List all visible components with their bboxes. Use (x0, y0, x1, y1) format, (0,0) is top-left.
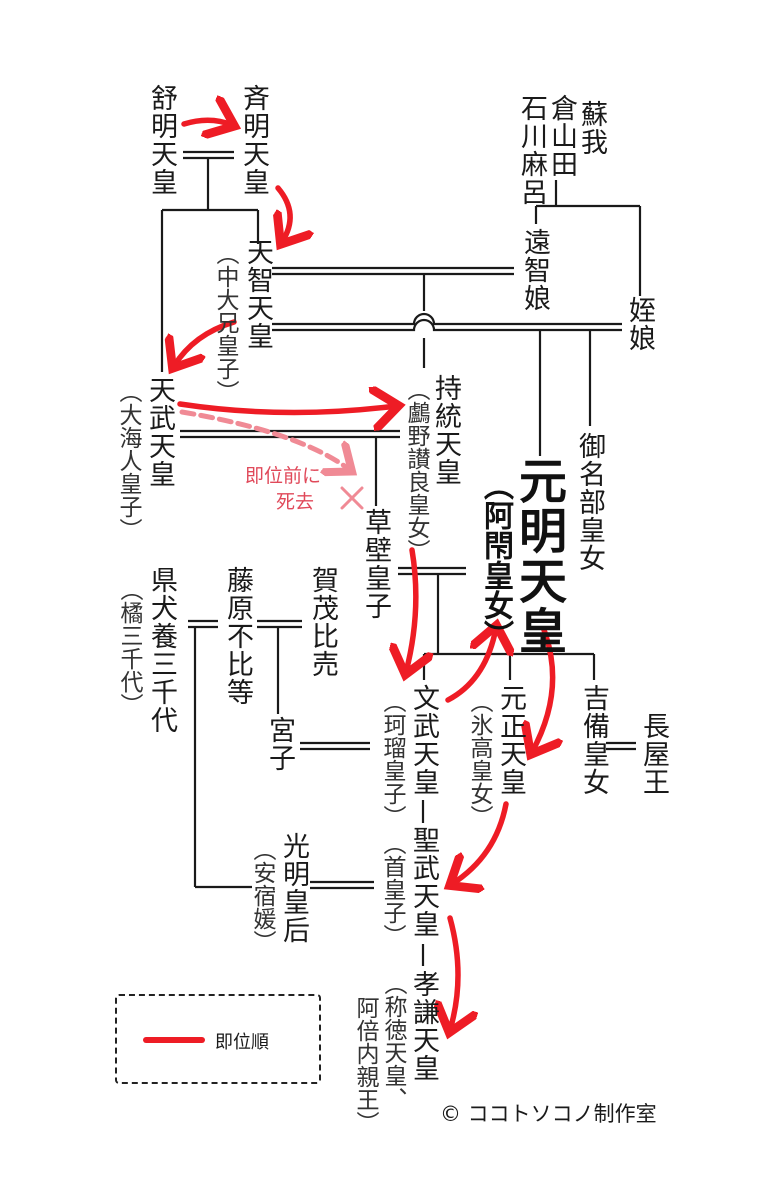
person-monmu-alias: （珂瑠皇子） (379, 690, 405, 828)
arrow-shomu-to-koken (450, 915, 458, 1030)
person-jito-alias: （鸕野讃良皇女） (403, 378, 429, 562)
person-gensho-alias: （氷高皇女） (466, 690, 492, 828)
arrow-jomei-to-saimei (181, 120, 232, 125)
person-mei: 姪娘 (624, 296, 655, 352)
person-koken: 孝謙天皇 (408, 970, 439, 1082)
legend-label: 即位順 (215, 1032, 269, 1053)
person-soga-line1: 蘇我 (576, 100, 607, 156)
person-genmei-alias: （阿閇皇女） (478, 470, 513, 650)
arrow-gensho-to-shomu (452, 801, 509, 884)
person-nagaya: 長屋王 (638, 712, 669, 796)
legend: 即位順 (115, 994, 321, 1084)
person-tenji-alias: （中大兄皇子） (212, 242, 238, 403)
arrow-tenji-to-tenmu (174, 319, 237, 366)
person-tenji: 天智天皇 (242, 238, 273, 350)
person-komyo: 光明皇后 (278, 832, 309, 944)
person-monmu: 文武天皇 (408, 684, 439, 796)
arrow-tenmu-to-jito (177, 404, 396, 413)
copyright-credit: © ココトソコノ制作室 (440, 1102, 657, 1126)
person-kibi: 吉備皇女 (578, 684, 609, 796)
person-mina: 御名部皇女 (574, 432, 605, 572)
person-komyo-alias: （安宿媛） (249, 838, 275, 953)
person-kamo: 賀茂比売 (307, 566, 338, 678)
person-koken-alias-1: （称徳天皇、 (380, 972, 406, 1110)
arrow-monmu-to-genmei (445, 628, 496, 703)
person-agata-alias: （橘三千代） (116, 578, 142, 716)
person-shomu-alias: （首皇子） (379, 832, 405, 947)
person-jomei: 舒明天皇 (146, 84, 177, 196)
legend-red-line (143, 1037, 205, 1043)
person-soga-line3: 石川麻呂 (516, 94, 547, 206)
person-kusakabe: 草壁皇子 (360, 508, 391, 620)
person-jito: 持統天皇 (430, 374, 461, 486)
person-gensho: 元正天皇 (495, 684, 526, 796)
person-ochi: 遠智娘 (519, 228, 550, 312)
person-soga-line2: 倉山田 (546, 94, 577, 178)
person-agata: 県犬養三千代 (146, 566, 177, 734)
succession-arrows (174, 120, 553, 1030)
person-shomu: 聖武天皇 (408, 826, 439, 938)
person-saimei: 斉明天皇 (238, 84, 269, 196)
person-tenmu: 天武天皇 (144, 376, 175, 488)
person-genmei: 元明天皇 (510, 456, 566, 656)
note-died: 死去 (276, 491, 315, 513)
note-before-accession: 即位前に (245, 465, 322, 487)
person-fuhito: 藤原不比等 (222, 566, 253, 706)
person-miyako: 宮子 (264, 716, 295, 772)
person-koken-alias-2: 阿倍内親王） (352, 996, 378, 1134)
arrow-jito-to-monmu (406, 547, 416, 672)
died-before-accession-arrow (179, 409, 364, 510)
arrow-genmei-to-gensho (532, 627, 553, 752)
person-tenmu-alias: （大海人皇子） (115, 380, 141, 541)
arrow-saimei-to-tenji (278, 185, 290, 242)
